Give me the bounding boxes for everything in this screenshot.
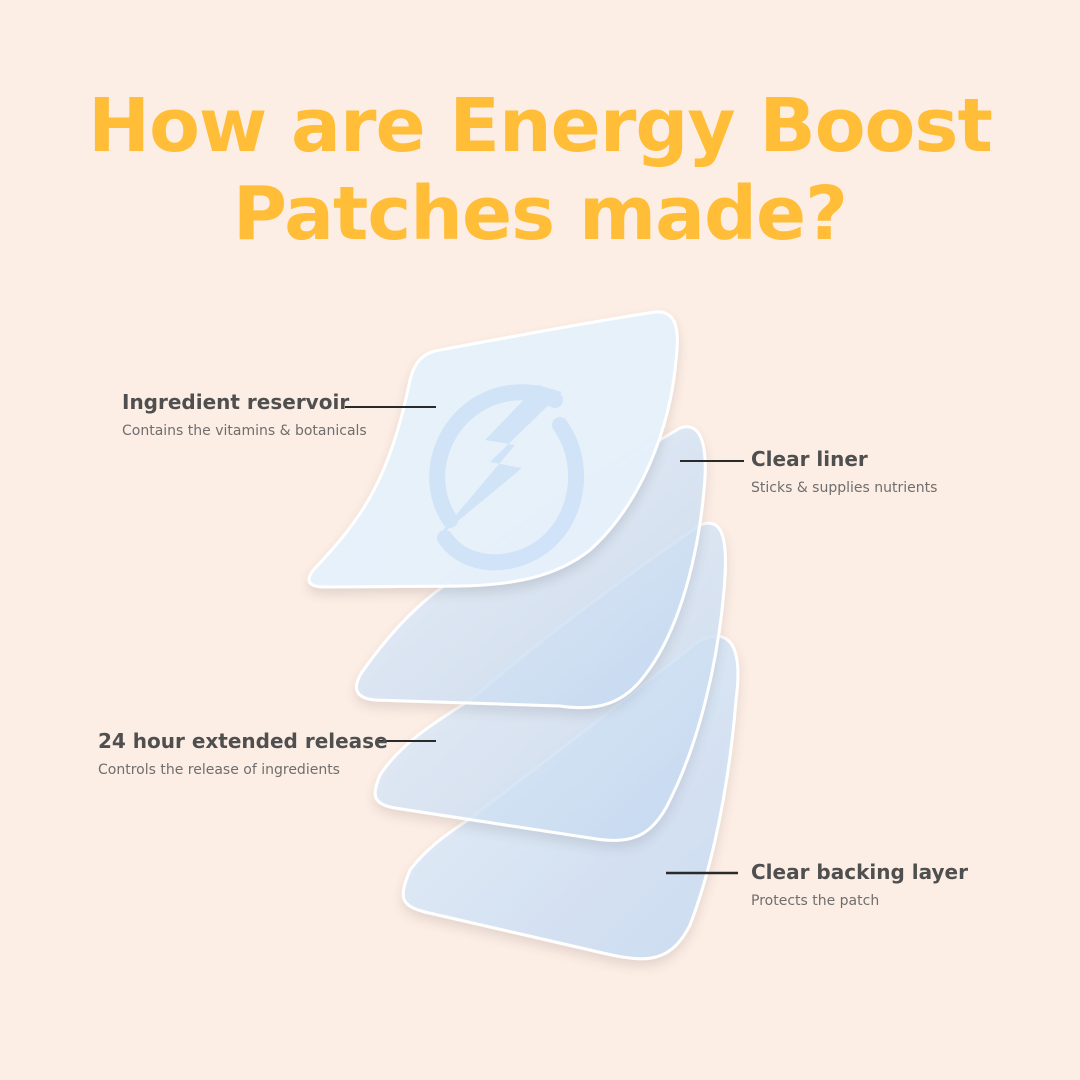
title-line-2: Patches made? — [232, 171, 848, 257]
callout-title: 24 hour extended release — [98, 729, 388, 753]
callout-backing-layer: Clear backing layer Protects the patch — [751, 859, 968, 911]
callout-description: Contains the vitamins & botanicals — [122, 423, 367, 439]
lightning-bolt-icon — [429, 384, 585, 571]
callout-ingredient-reservoir: Ingredient reservoir Contains the vitami… — [122, 389, 367, 441]
callout-extended-release: 24 hour extended release Controls the re… — [98, 728, 388, 780]
callout-title: Clear backing layer — [751, 860, 968, 884]
title-line-1: How are Energy Boost — [88, 83, 993, 169]
callout-title: Ingredient reservoir — [122, 390, 350, 414]
patch-layer-ingredient-reservoir — [307, 310, 679, 589]
callout-description: Controls the release of ingredients — [98, 762, 340, 778]
callout-description: Protects the patch — [751, 893, 880, 909]
page-title: How are Energy Boost Patches made? — [0, 82, 1080, 258]
callout-description: Sticks & supplies nutrients — [751, 480, 938, 496]
callout-title: Clear liner — [751, 447, 868, 471]
callout-clear-liner: Clear liner Sticks & supplies nutrients — [751, 446, 937, 498]
